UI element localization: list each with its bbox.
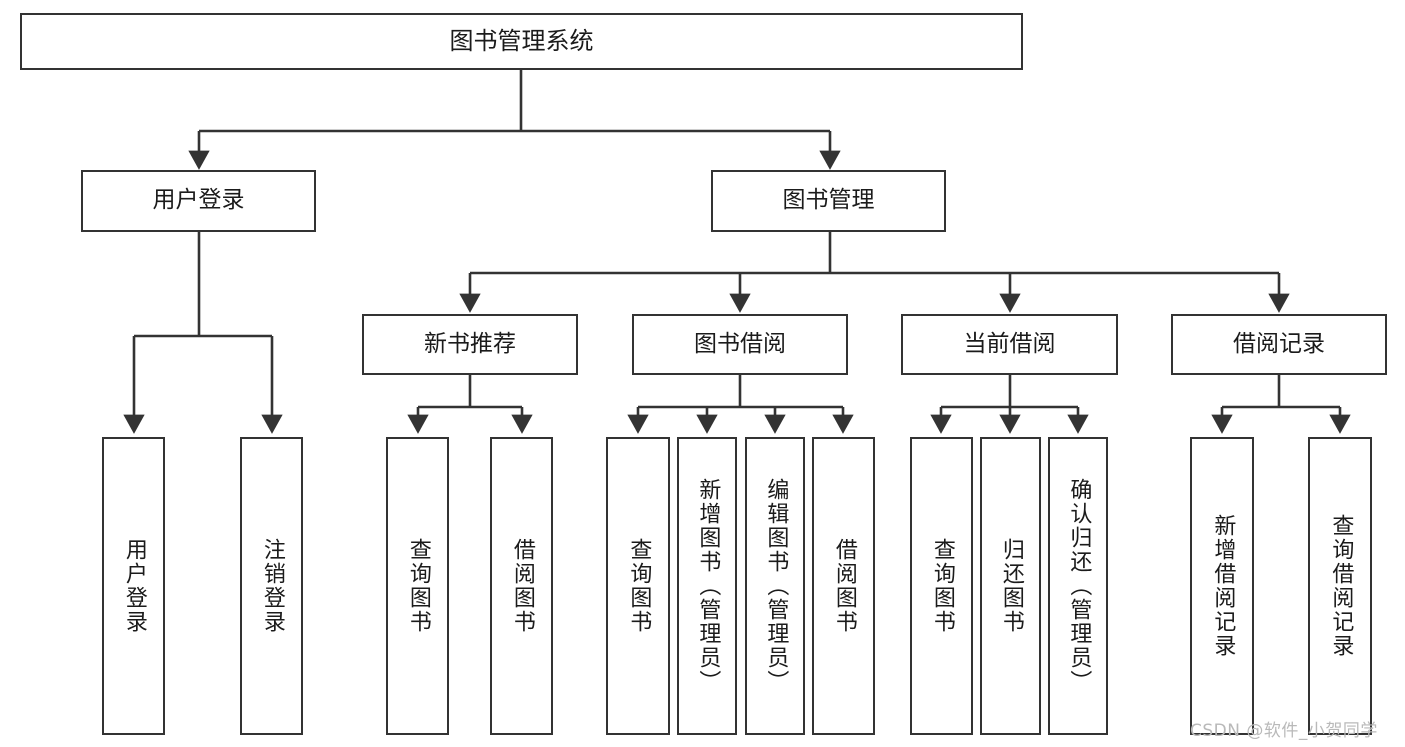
leaf-new-book-query[interactable]: 查询图书 xyxy=(386,437,449,735)
node-new-book-recommend[interactable]: 新书推荐 xyxy=(362,314,578,375)
node-user-login[interactable]: 用户登录 xyxy=(81,170,316,232)
node-book-borrow-label: 图书借阅 xyxy=(694,330,786,357)
node-borrow-record-label: 借阅记录 xyxy=(1233,330,1325,357)
node-new-book-recommend-label: 新书推荐 xyxy=(424,330,516,357)
node-book-management[interactable]: 图书管理 xyxy=(711,170,946,232)
node-root[interactable]: 图书管理系统 xyxy=(20,13,1023,70)
leaf-user-login-logout-label: 注销登录 xyxy=(259,538,285,634)
leaf-borrow-edit-book-admin-label: 编辑图书（管理员） xyxy=(763,478,789,694)
leaf-borrow-borrow-book[interactable]: 借阅图书 xyxy=(812,437,875,735)
node-root-label: 图书管理系统 xyxy=(449,27,594,56)
leaf-borrow-query-book-label: 查询图书 xyxy=(626,538,652,634)
node-user-login-label: 用户登录 xyxy=(152,187,245,214)
leaf-current-return-book[interactable]: 归还图书 xyxy=(980,437,1041,735)
node-current-borrow-label: 当前借阅 xyxy=(963,330,1056,357)
node-borrow-record[interactable]: 借阅记录 xyxy=(1171,314,1387,375)
leaf-borrow-borrow-book-label: 借阅图书 xyxy=(831,538,857,634)
node-book-management-label: 图书管理 xyxy=(782,187,875,214)
leaf-record-query-record[interactable]: 查询借阅记录 xyxy=(1308,437,1372,735)
leaf-new-book-query-label: 查询图书 xyxy=(405,538,431,634)
csdn-watermark: CSDN @软件_小贺同学 xyxy=(1190,721,1378,741)
leaf-current-query-book-label: 查询图书 xyxy=(929,538,955,634)
leaf-current-confirm-return-admin-label: 确认归还（管理员） xyxy=(1066,478,1092,694)
leaf-record-query-record-label: 查询借阅记录 xyxy=(1328,514,1354,658)
leaf-current-query-book[interactable]: 查询图书 xyxy=(910,437,973,735)
leaf-new-book-borrow-label: 借阅图书 xyxy=(509,538,535,634)
leaf-borrow-add-book-admin[interactable]: 新增图书（管理员） xyxy=(677,437,737,735)
node-current-borrow[interactable]: 当前借阅 xyxy=(901,314,1118,375)
node-book-borrow[interactable]: 图书借阅 xyxy=(632,314,848,375)
leaf-borrow-add-book-admin-label: 新增图书（管理员） xyxy=(695,478,721,694)
leaf-user-login-login[interactable]: 用户登录 xyxy=(102,437,165,735)
leaf-current-return-book-label: 归还图书 xyxy=(998,538,1024,634)
leaf-borrow-query-book[interactable]: 查询图书 xyxy=(606,437,670,735)
leaf-record-add-record-label: 新增借阅记录 xyxy=(1210,514,1236,658)
leaf-new-book-borrow[interactable]: 借阅图书 xyxy=(490,437,553,735)
leaf-user-login-login-label: 用户登录 xyxy=(121,538,147,634)
leaf-borrow-edit-book-admin[interactable]: 编辑图书（管理员） xyxy=(745,437,805,735)
leaf-current-confirm-return-admin[interactable]: 确认归还（管理员） xyxy=(1048,437,1108,735)
leaf-record-add-record[interactable]: 新增借阅记录 xyxy=(1190,437,1254,735)
leaf-user-login-logout[interactable]: 注销登录 xyxy=(240,437,303,735)
